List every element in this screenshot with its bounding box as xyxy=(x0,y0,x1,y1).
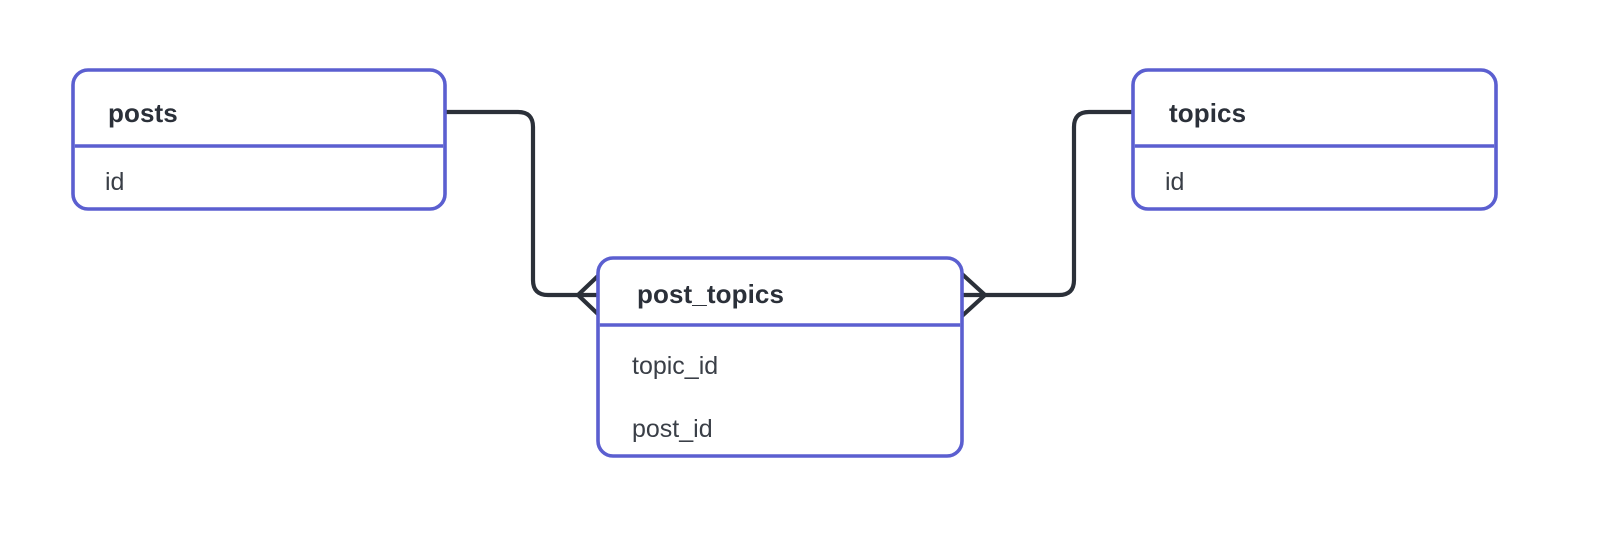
entity-posts[interactable]: posts id xyxy=(71,68,447,211)
relationship-connector-line xyxy=(442,109,581,298)
entity-post-topics[interactable]: post_topics topic_id post_id xyxy=(596,256,964,458)
entity-post-topics-field-post-id: post_id xyxy=(632,415,713,443)
entity-post-topics-field-topic-id: topic_id xyxy=(632,352,718,380)
entity-topics[interactable]: topics id xyxy=(1131,68,1498,211)
entity-topics-box xyxy=(1131,68,1498,211)
entity-posts-box xyxy=(71,68,447,211)
crowfoot-many-marker-post-topics-right xyxy=(959,271,988,319)
entity-posts-field-id: id xyxy=(105,168,124,196)
entity-topics-title: topics xyxy=(1169,98,1246,128)
relationship-posts-post-topics[interactable] xyxy=(442,109,603,319)
entity-post-topics-title: post_topics xyxy=(637,279,784,309)
entity-posts-title: posts xyxy=(108,98,178,128)
relationship-topics-post-topics[interactable] xyxy=(959,109,1136,319)
entity-topics-field-id: id xyxy=(1165,168,1184,196)
entity-post-topics-box xyxy=(596,256,964,458)
relationship-connector-line xyxy=(982,109,1136,298)
